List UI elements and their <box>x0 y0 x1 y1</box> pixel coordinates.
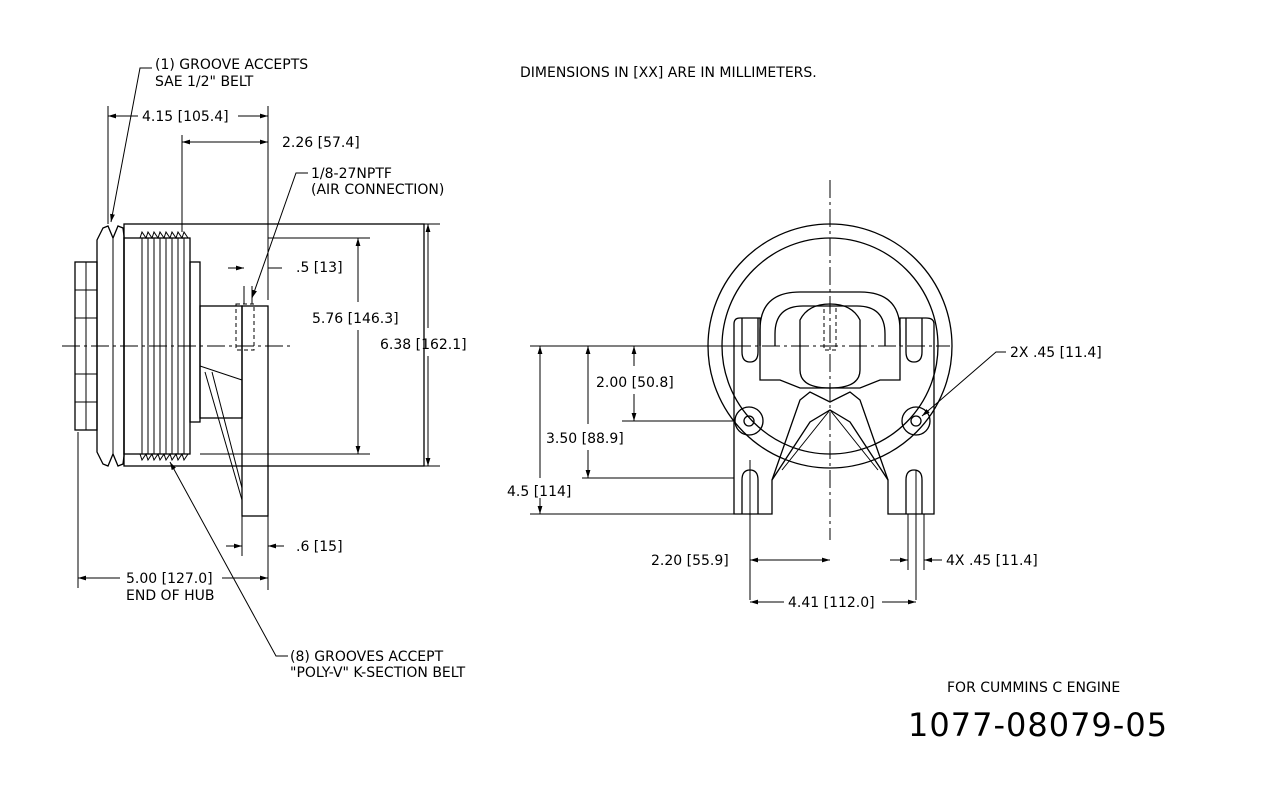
air-connection-2: (AIR CONNECTION) <box>311 182 444 198</box>
groove-note-1: (1) GROOVE ACCEPTS <box>155 57 308 73</box>
mount-hole-right-boss <box>901 406 931 436</box>
hub-boss <box>799 303 861 389</box>
bracket-saddle-outer <box>759 291 901 346</box>
dim-2x-hole: 2X .45 [11.4] <box>1010 345 1102 361</box>
dim-4-5: 4.5 [114] <box>507 484 571 500</box>
groove-leader <box>110 67 152 223</box>
dim-end-of-hub: 5.00 [127.0] <box>126 571 213 587</box>
air-connection-1: 1/8-27NPTF <box>311 166 392 182</box>
dim-4x-slot: 4X .45 [11.4] <box>946 553 1038 569</box>
air-port <box>235 303 255 351</box>
side-view: (1) GROOVE ACCEPTS SAE 1/2" BELT 4.15 [1… <box>62 57 467 681</box>
slot-upper-left <box>741 318 759 363</box>
dim-2-20: 2.20 [55.9] <box>651 553 729 569</box>
part-number: 1077-08079-05 <box>908 706 1168 744</box>
clutch-hub <box>199 305 243 419</box>
mounting-bracket-side <box>241 305 269 517</box>
mount-hole-left <box>743 415 755 427</box>
dim-hub-length: 2.26 [57.4] <box>282 135 360 151</box>
dim-overall-length: 4.15 [105.4] <box>142 109 229 125</box>
mounting-bracket-front <box>733 317 935 515</box>
dim-inner-diameter: 5.76 [146.3] <box>312 311 399 327</box>
groove-note-2: SAE 1/2" BELT <box>155 74 254 90</box>
end-of-hub-label: END OF HUB <box>126 588 214 604</box>
dim-small-top: .5 [13] <box>296 260 343 276</box>
fan-drive-outer-envelope <box>123 223 425 467</box>
mount-hole-right <box>910 415 922 427</box>
polyv-note-2: "POLY-V" K-SECTION BELT <box>290 665 466 681</box>
clutch-body <box>189 261 201 423</box>
dim-4-41: 4.41 [112.0] <box>788 595 875 611</box>
slot-upper-right <box>905 318 923 363</box>
dim-2-00: 2.00 [50.8] <box>596 375 674 391</box>
units-note: DIMENSIONS IN [XX] ARE IN MILLIMETERS. <box>520 65 817 81</box>
slot-lower-right <box>905 469 923 514</box>
engine-note: FOR CUMMINS C ENGINE <box>947 680 1120 696</box>
dim-small-bottom: .6 [15] <box>296 539 343 555</box>
dim-3-50: 3.50 [88.9] <box>546 431 624 447</box>
mount-hole-left-boss <box>734 406 764 436</box>
dim-outer-diameter: 6.38 [162.1] <box>380 337 467 353</box>
front-view: 2.00 [50.8] 3.50 [88.9] 4.5 [114] 2X .45… <box>507 180 1102 611</box>
polyv-note-1: (8) GROOVES ACCEPT <box>290 649 444 665</box>
